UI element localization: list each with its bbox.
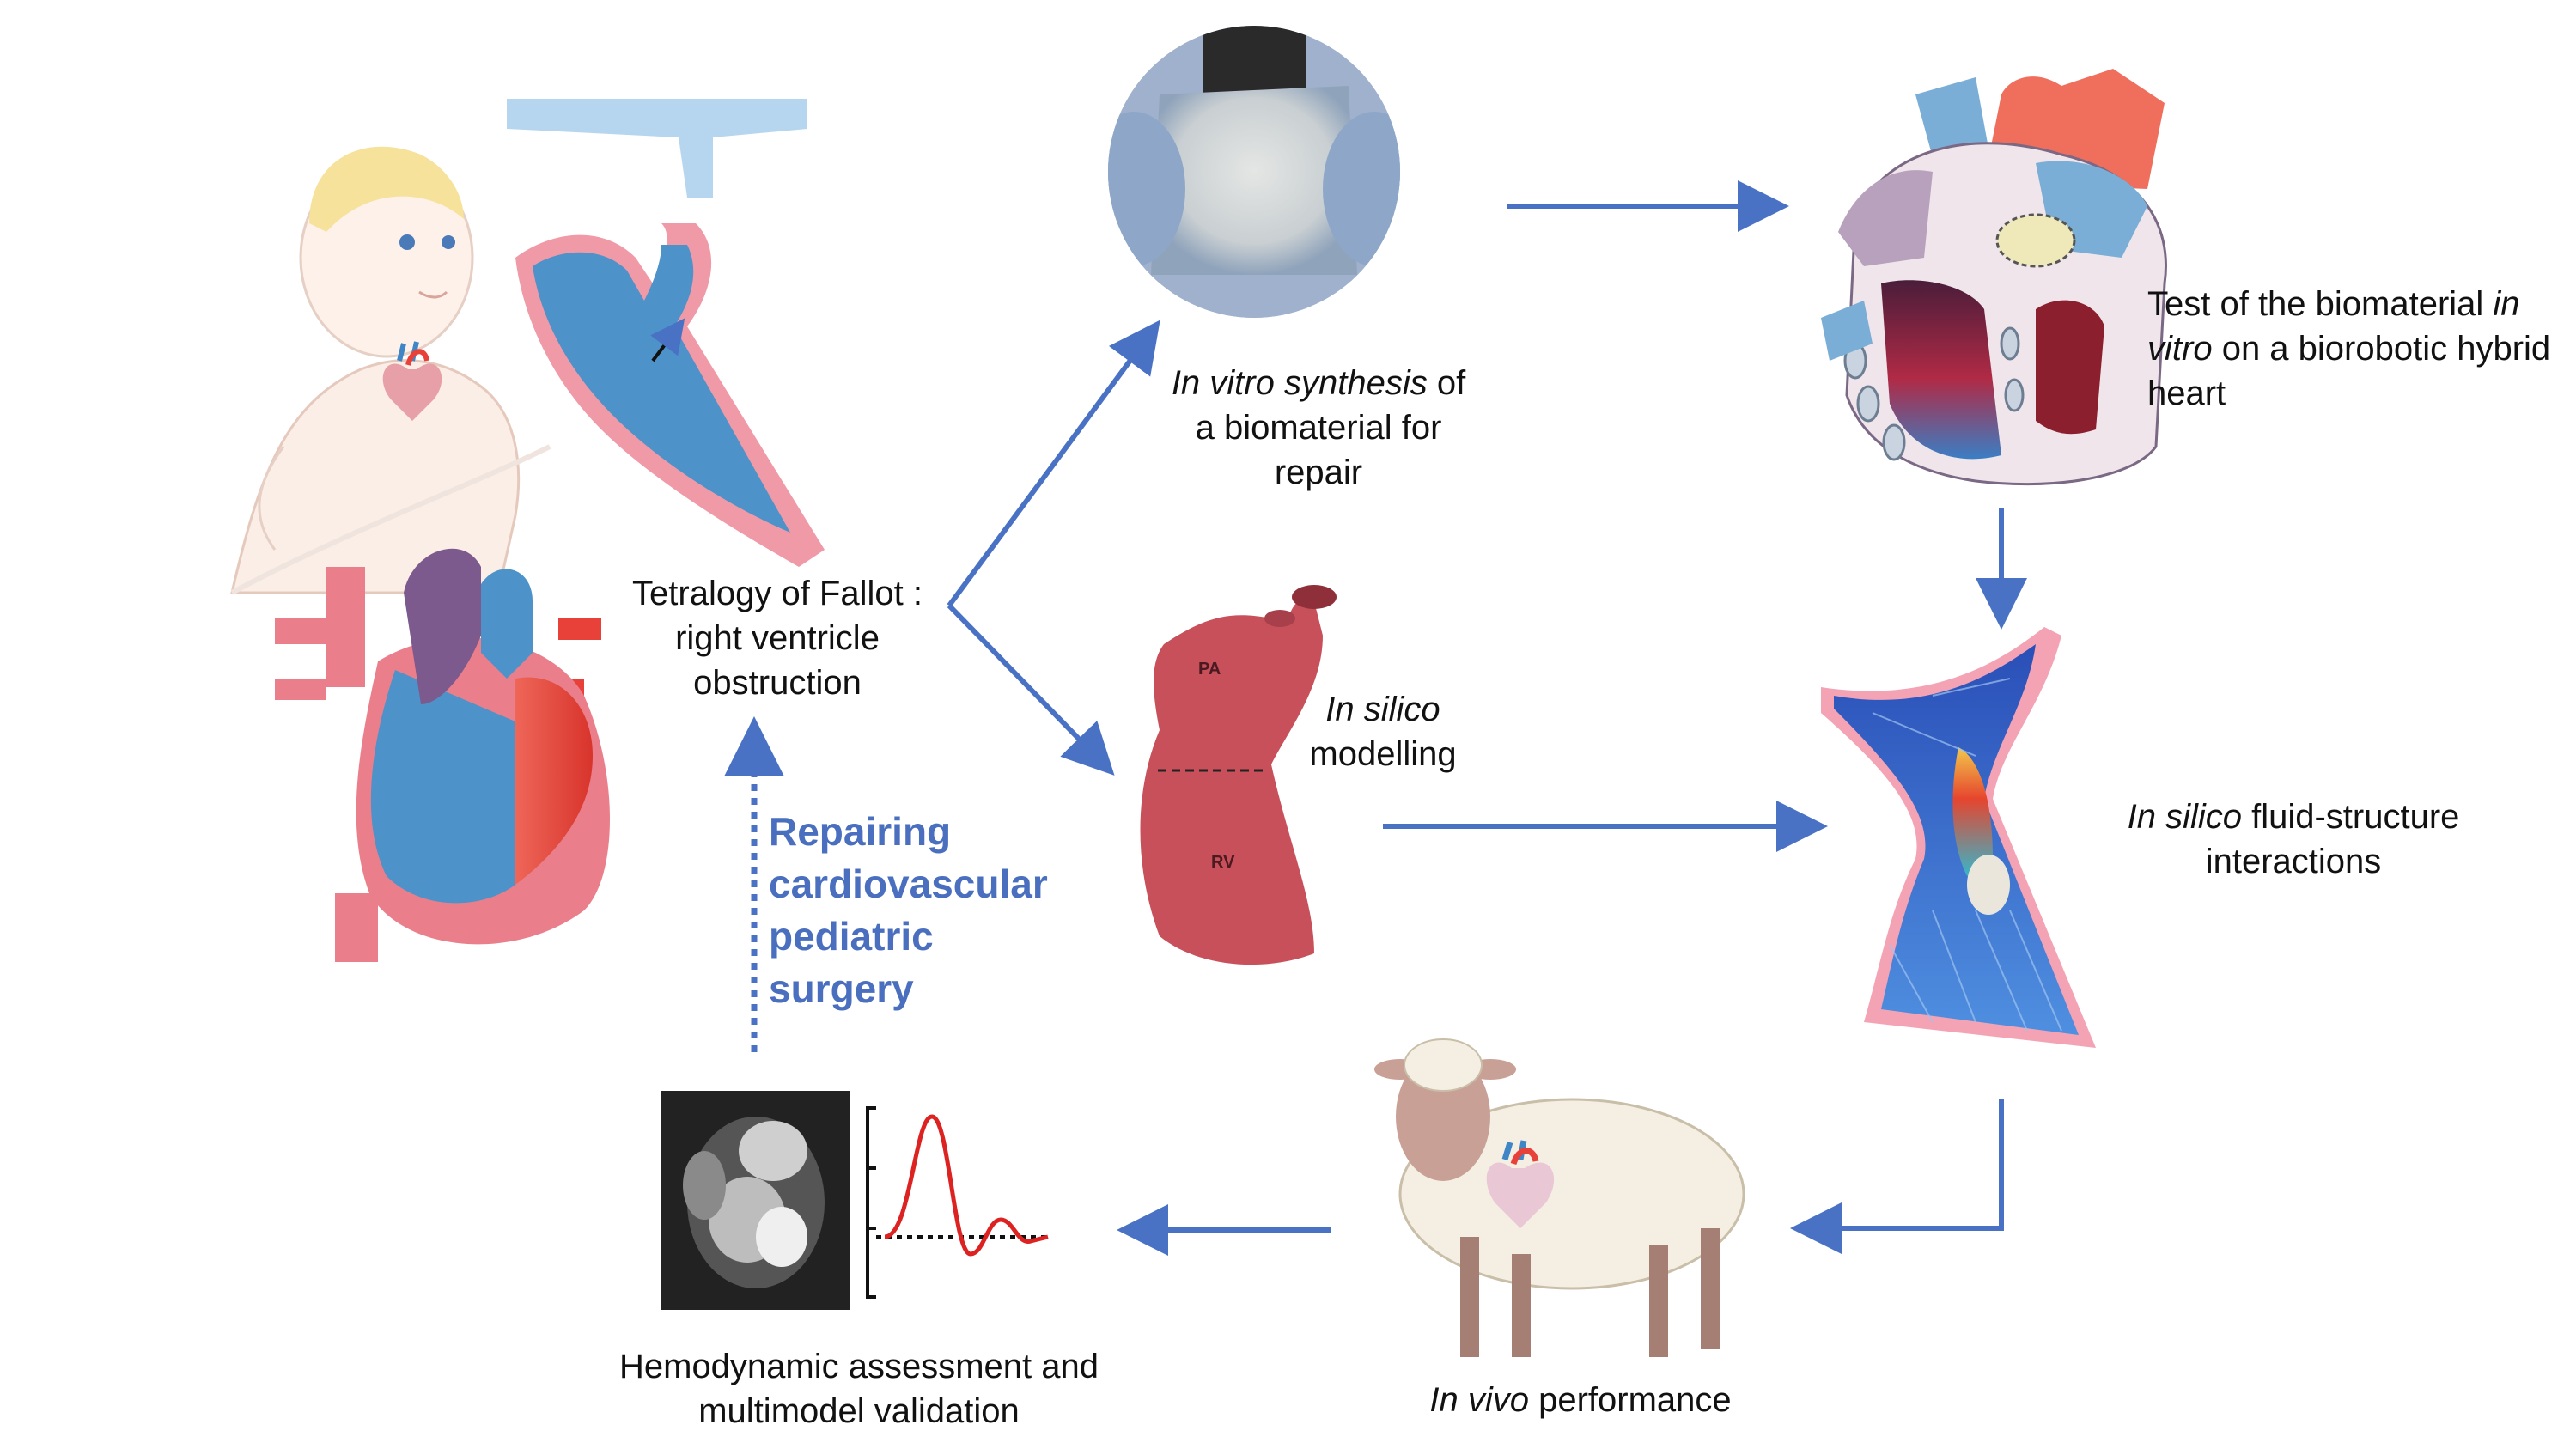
- label-biorobotic-l1b: in: [2493, 285, 2520, 323]
- flow-simulation: [1821, 627, 2096, 1048]
- baby-illustration: [230, 146, 551, 595]
- label-invivo-italic: In vivo: [1429, 1381, 1529, 1419]
- fallot-heart-section: [507, 99, 825, 567]
- arrow-fallot-to-insilico: [947, 603, 1115, 776]
- label-fsi: In silico fluid-structure interactions: [2096, 795, 2491, 884]
- rv-label-pa: PA: [1198, 660, 1221, 679]
- label-fsi-line2: interactions: [2205, 843, 2382, 880]
- side-title-line3: pediatric: [769, 914, 934, 959]
- label-biorobotic-line3: heart: [2147, 374, 2226, 412]
- label-invitro-italic: In vitro synthesis: [1171, 364, 1428, 402]
- label-hemodynamic: Hemodynamic assessment and multimodel va…: [601, 1344, 1117, 1434]
- label-biorobotic: Test of the biomaterial in vitro on a bi…: [2147, 282, 2560, 416]
- label-biorobotic-l2a: vitro: [2147, 330, 2213, 368]
- side-title-line2: cardiovascular: [769, 861, 1048, 906]
- label-fallot-line2: right ventricle: [675, 619, 880, 657]
- label-invitro-line2: a biomaterial for: [1195, 409, 1442, 447]
- heart-anatomy: [275, 548, 610, 962]
- flow-arrows: [724, 180, 2027, 1256]
- pressure-waveform: [866, 1106, 1049, 1299]
- label-hemo-line2: multimodel validation: [698, 1392, 1020, 1430]
- label-biorobotic-l2b: on a biorobotic hybrid: [2212, 330, 2551, 368]
- label-biorobotic-l1a: Test of the biomaterial: [2147, 285, 2494, 323]
- label-invivo-rest: performance: [1528, 1381, 1732, 1419]
- rv-3d-model: PA RV: [1140, 585, 1337, 965]
- mri-scan: [661, 1091, 850, 1310]
- label-fsi-italic: In silico: [2127, 798, 2242, 836]
- biomaterial-patch-photo: [1108, 26, 1400, 318]
- label-fallot-line3: obstruction: [693, 664, 862, 702]
- side-title-line1: Repairing: [769, 809, 952, 854]
- rv-label-rv: RV: [1211, 853, 1235, 872]
- arrow-fallot-to-invitro: [947, 320, 1160, 607]
- label-insilico-line2: modelling: [1309, 735, 1457, 773]
- label-invitro: In vitro synthesis of a biomaterial for …: [1117, 361, 1520, 495]
- label-fsi-rest: fluid-structure: [2241, 798, 2460, 836]
- biorobotic-heart: [1821, 69, 2167, 486]
- label-hemo-line1: Hemodynamic assessment and: [618, 1348, 1099, 1385]
- label-invitro-line3: repair: [1274, 454, 1363, 491]
- label-invitro-rest: of: [1427, 364, 1466, 402]
- sheep-illustration: [1374, 1038, 1745, 1357]
- label-invivo: In vivo performance: [1392, 1378, 1769, 1422]
- label-insilico-italic: In silico: [1325, 691, 1440, 728]
- label-fallot-line1: Tetralogy of Fallot :: [632, 575, 923, 612]
- label-fallot: Tetralogy of Fallot : right ventricle ob…: [601, 571, 953, 705]
- label-insilico-modelling: In silico modelling: [1288, 687, 1477, 776]
- side-title: Repairing cardiovascular pediatric surge…: [769, 806, 1112, 1015]
- side-title-line4: surgery: [769, 966, 914, 1011]
- arrow-fsi-to-invivo: [1790, 1099, 2004, 1254]
